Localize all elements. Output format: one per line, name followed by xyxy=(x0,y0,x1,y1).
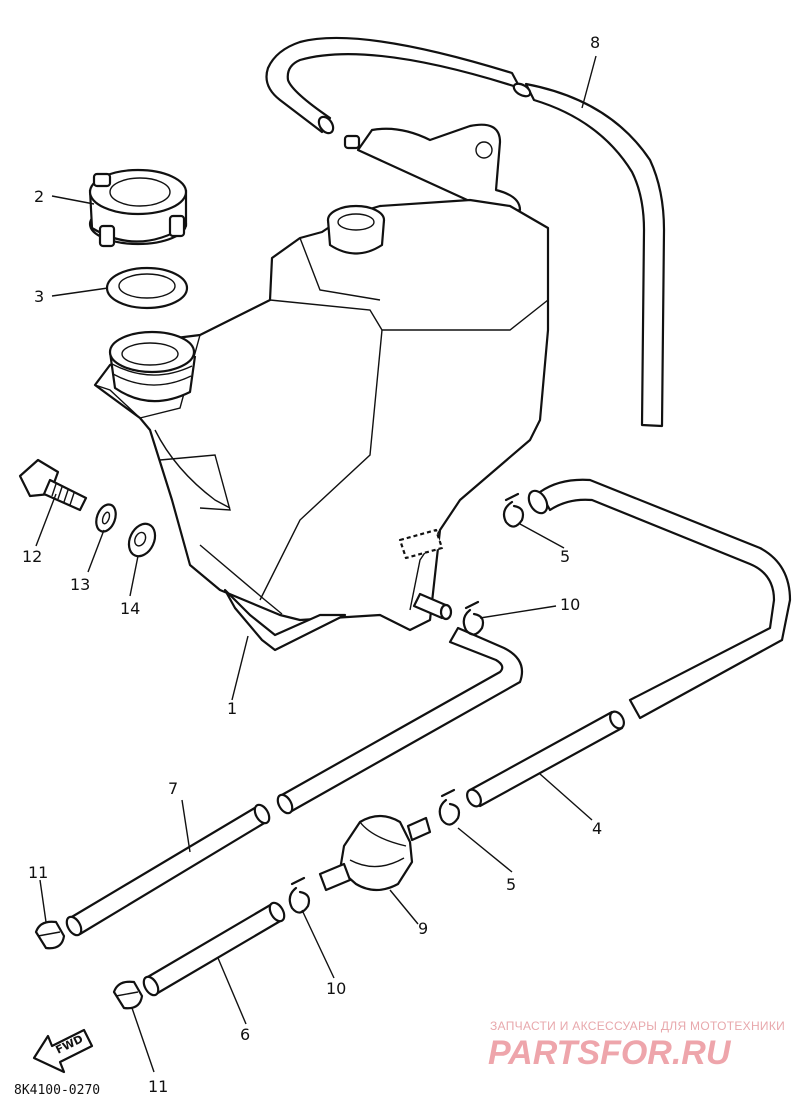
callout-5-lower: 5 xyxy=(506,875,516,894)
part-4-hose xyxy=(466,478,792,808)
watermark-brand: PARTSFOR.RU xyxy=(488,1034,732,1072)
callout-9: 9 xyxy=(418,919,428,938)
diagram-code: 8K4100-0270 xyxy=(14,1083,100,1098)
callout-7: 7 xyxy=(168,779,178,798)
callout-11-upper: 11 xyxy=(28,863,48,882)
callout-8: 8 xyxy=(590,33,600,52)
part-5-clip-lower xyxy=(438,788,461,826)
leader-lines xyxy=(35,55,597,1073)
part-2-cap xyxy=(88,168,188,248)
callout-10-lower: 10 xyxy=(326,979,346,998)
part-13-lock-washer xyxy=(95,503,117,533)
callout-13: 13 xyxy=(70,575,90,594)
fwd-arrow-icon: FWD xyxy=(32,1028,94,1074)
callout-11-lower: 11 xyxy=(148,1077,168,1096)
part-10-clip-upper xyxy=(462,600,485,636)
part-12-bolt xyxy=(18,458,88,512)
callout-5-upper: 5 xyxy=(560,547,570,566)
part-5-clip-upper xyxy=(502,492,525,528)
callout-3: 3 xyxy=(34,287,44,306)
part-9-valve xyxy=(318,814,432,892)
callout-4: 4 xyxy=(592,819,602,838)
callout-1: 1 xyxy=(227,699,237,718)
callout-2: 2 xyxy=(34,187,44,206)
part-14-washer xyxy=(127,522,157,558)
part-3-gasket xyxy=(105,266,189,310)
callout-12: 12 xyxy=(22,547,42,566)
part-8-breather-hose xyxy=(265,36,666,428)
part-1-reservoir-tank xyxy=(93,123,550,652)
callout-10-upper: 10 xyxy=(560,595,580,614)
callout-14: 14 xyxy=(120,599,140,618)
part-6-hose xyxy=(142,901,286,997)
part-11-clamp-lower xyxy=(112,980,144,1010)
watermark-tagline: ЗАПЧАСТИ И АКСЕССУАРЫ ДЛЯ МОТОТЕХНИКИ xyxy=(490,1019,785,1033)
callout-6: 6 xyxy=(240,1025,250,1044)
part-11-clamp-upper xyxy=(34,920,66,950)
part-10-clip-lower xyxy=(288,876,311,914)
part-7-hose xyxy=(65,626,524,937)
